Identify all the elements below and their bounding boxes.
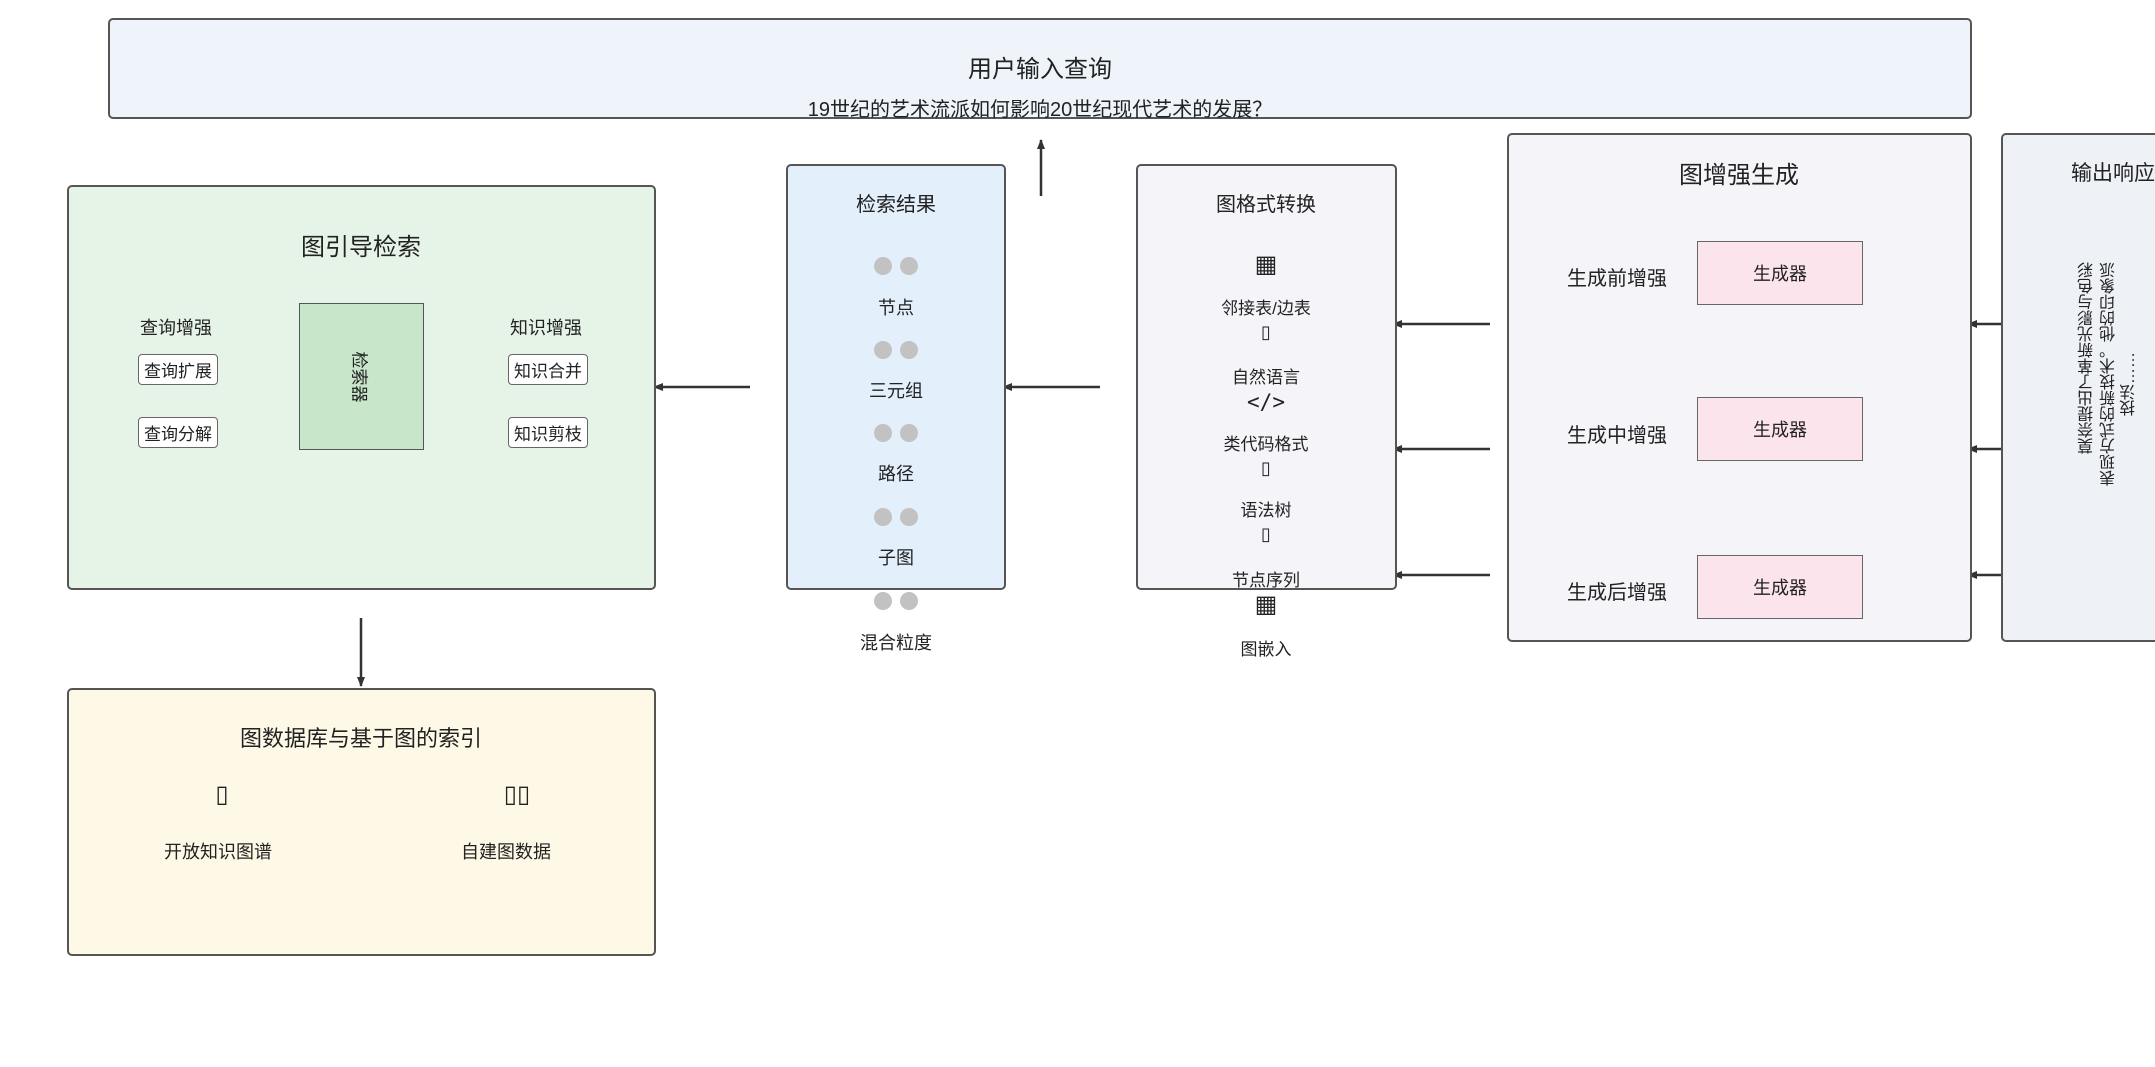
format-graph-embedding-label: 图嵌入: [1240, 640, 1292, 659]
format-title: 图格式转换: [1216, 194, 1316, 216]
node-dot: [874, 592, 892, 610]
format-natural-language-label: 自然语言: [1232, 368, 1300, 387]
knowledge-pruning-tag: 知识剪枝: [508, 417, 588, 448]
retrieval-title: 图引导检索: [301, 234, 421, 261]
output-line-2: 表现方式的新技术。他的印象派: [2101, 262, 2118, 486]
sequence-icon: ▯: [1261, 524, 1271, 544]
query-question: 19世纪的艺术流派如何影响20世纪现代艺术的发展？: [807, 99, 1273, 121]
results-box: [786, 164, 1006, 590]
query-decomposition-tag: 查询分解: [138, 417, 218, 448]
format-adjacency-label: 邻接表/边表: [1221, 299, 1311, 318]
custom-graph-label: 自建图数据: [461, 842, 551, 862]
format-box: [1136, 164, 1397, 590]
retriever-box: [299, 303, 424, 450]
node-dot: [874, 341, 892, 359]
database-box: [67, 688, 656, 956]
result-path-label: 路径: [878, 464, 914, 484]
output-box: [2001, 133, 2155, 642]
query-title: 用户输入查询: [968, 56, 1112, 83]
document-icon: ▯: [1261, 322, 1271, 342]
post-generation-label: 生成后增强: [1567, 582, 1667, 604]
database-title: 图数据库与基于图的索引: [239, 726, 483, 751]
node-dot: [900, 257, 918, 275]
query-expansion-tag: 查询扩展: [138, 354, 218, 385]
node-dot: [900, 341, 918, 359]
format-node-sequence-label: 节点序列: [1232, 571, 1300, 590]
knowledge-merge-tag: 知识合并: [508, 354, 588, 385]
generation-title: 图增强生成: [1679, 162, 1799, 189]
results-title: 检索结果: [856, 194, 936, 216]
result-mixed-label: 混合粒度: [860, 633, 932, 653]
pre-generation-label: 生成前增强: [1567, 268, 1667, 290]
mid-generation-label: 生成中增强: [1567, 425, 1667, 447]
open-kg-icon: ▯: [215, 781, 229, 808]
output-line-1: 莫奈提出了革新光影与色彩: [2079, 262, 2096, 454]
embedding-icon: ▦: [1254, 591, 1278, 618]
format-syntax-tree-label: 语法树: [1240, 501, 1292, 520]
node-dot: [900, 508, 918, 526]
table-icon: ▦: [1254, 251, 1278, 278]
retriever-label: 检索器: [349, 351, 369, 403]
code-icon: </>: [1247, 390, 1285, 414]
node-dot: [900, 424, 918, 442]
tree-icon: ▯: [1261, 458, 1271, 478]
result-node-label: 节点: [878, 298, 914, 318]
output-title: 输出响应: [2071, 162, 2155, 185]
generator-box-mid: 生成器: [1697, 397, 1863, 461]
query-enhance-heading: 查询增强: [140, 318, 212, 338]
node-dot: [874, 508, 892, 526]
generator-box-post: 生成器: [1697, 555, 1863, 619]
result-subgraph-label: 子图: [878, 548, 914, 568]
output-line-3: 技法……: [2121, 352, 2138, 416]
knowledge-enhance-heading: 知识增强: [510, 318, 582, 338]
node-dot: [874, 257, 892, 275]
node-dot: [900, 592, 918, 610]
result-triple-label: 三元组: [869, 381, 923, 401]
format-code-like-label: 类代码格式: [1223, 435, 1309, 454]
custom-graph-icon: ▯▯: [503, 781, 531, 808]
node-dot: [874, 424, 892, 442]
query-box: [108, 18, 1972, 119]
open-kg-label: 开放知识图谱: [164, 842, 272, 862]
generator-box-pre: 生成器: [1697, 241, 1863, 305]
